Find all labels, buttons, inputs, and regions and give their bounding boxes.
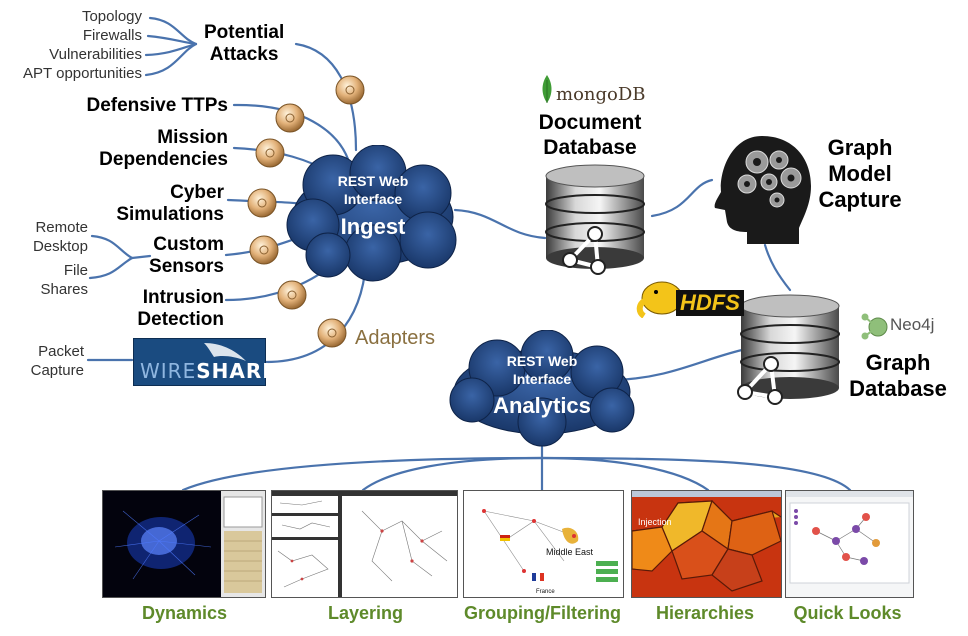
ingest-title: Ingest bbox=[340, 214, 406, 239]
document-database-icon bbox=[545, 164, 645, 275]
neo4j-brand: Neo4j bbox=[890, 315, 935, 334]
analytics-rest-label: REST Web Interface bbox=[506, 353, 578, 387]
shark-fin-icon bbox=[204, 343, 246, 361]
graph-model-capture-label: Graph Model Capture bbox=[818, 135, 902, 212]
hierarchies-voronoi-image: Injection bbox=[632, 491, 781, 597]
graph-database-icon bbox=[737, 294, 840, 405]
adapters-label: Adapters bbox=[355, 327, 436, 349]
france-text: France bbox=[536, 589, 555, 595]
layering-thumbnail[interactable] bbox=[271, 490, 458, 598]
hierarchies-thumbnail[interactable]: Injection bbox=[631, 490, 782, 598]
analytics-title: Analytics bbox=[493, 393, 591, 418]
view-label-layering: Layering bbox=[327, 603, 404, 623]
potential-attacks-label: Potential Attacks bbox=[204, 22, 285, 65]
quick-looks-thumbnail[interactable] bbox=[785, 490, 914, 598]
packet-capture-label: Packet Capture bbox=[30, 343, 84, 379]
layering-graph-image bbox=[272, 491, 457, 597]
attack-sources-list: Topology Firewalls Vulnerabilities APT o… bbox=[23, 8, 142, 82]
mongodb-brand: mongoDB bbox=[556, 84, 646, 105]
wireshark-logo: WIRESHARK bbox=[133, 338, 278, 386]
analytics-cloud-icon bbox=[449, 330, 635, 447]
view-label-dynamics: Dynamics bbox=[141, 603, 228, 623]
middle-east-text: Middle East bbox=[546, 547, 594, 557]
dynamics-graph-image bbox=[103, 491, 265, 597]
mission-dependencies-label: Mission Dependencies bbox=[99, 127, 228, 170]
ingest-cloud-icon bbox=[286, 145, 457, 282]
grouping-filtering-thumbnail[interactable]: Middle East France bbox=[463, 490, 624, 598]
view-label-grouping-filtering: Grouping/Filtering bbox=[464, 603, 621, 623]
graph-database-label: Graph Database bbox=[849, 350, 947, 401]
file-shares-label: File Shares bbox=[40, 262, 88, 298]
document-database-label: Document Database bbox=[538, 111, 642, 159]
dynamics-thumbnail[interactable] bbox=[102, 490, 266, 598]
hdfs-label: HDFS bbox=[676, 290, 744, 316]
intrusion-detection-label: Intrusion Detection bbox=[137, 287, 224, 330]
mongodb-leaf-icon bbox=[542, 75, 552, 103]
brain-head-icon bbox=[714, 136, 811, 244]
custom-sensors-label: Custom Sensors bbox=[149, 234, 224, 277]
view-label-quick-looks: Quick Looks bbox=[793, 603, 902, 623]
grouping-graph-image: Middle East France bbox=[482, 509, 618, 595]
neo4j-logo-icon bbox=[861, 313, 888, 340]
remote-desktop-label: Remote Desktop bbox=[32, 219, 88, 255]
defensive-ttps-label: Defensive TTPs bbox=[86, 95, 229, 116]
quick-looks-graph-image bbox=[786, 491, 913, 584]
ingest-rest-label: REST Web Interface bbox=[337, 173, 409, 207]
injection-text: Injection bbox=[638, 517, 672, 527]
cyber-simulations-label: Cyber Simulations bbox=[116, 182, 224, 225]
view-label-hierarchies: Hierarchies bbox=[655, 603, 755, 623]
